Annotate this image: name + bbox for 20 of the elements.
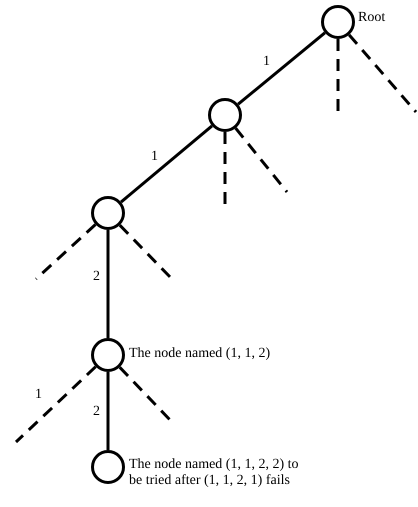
tree-node-circle xyxy=(91,450,125,484)
tree-node-circle xyxy=(321,5,355,39)
dashed-branch-line xyxy=(118,366,174,424)
tree-node-circle xyxy=(208,98,242,132)
tree-branch-line xyxy=(106,230,110,338)
tree-branch-line xyxy=(120,124,213,204)
node-label: The node named (1, 1, 2) xyxy=(129,346,270,362)
tree-branch-line xyxy=(106,372,110,450)
tree-node-circle xyxy=(91,338,125,372)
dashed-branch-line xyxy=(234,127,288,193)
node-label: Root xyxy=(358,10,386,26)
tree-branch-line xyxy=(237,32,326,106)
dashed-branch-line xyxy=(348,34,418,113)
dashed-branch-line xyxy=(34,223,96,280)
dashed-branch-line xyxy=(14,366,97,444)
dashed-branch-line xyxy=(224,132,226,205)
dashed-branch-line xyxy=(336,39,340,112)
dashed-branch-line xyxy=(118,224,174,280)
node-label: The node named (1, 1, 2, 2) to be tried after (1, 1, 2, 1) fails xyxy=(129,457,300,489)
tree-node-circle xyxy=(91,196,125,230)
